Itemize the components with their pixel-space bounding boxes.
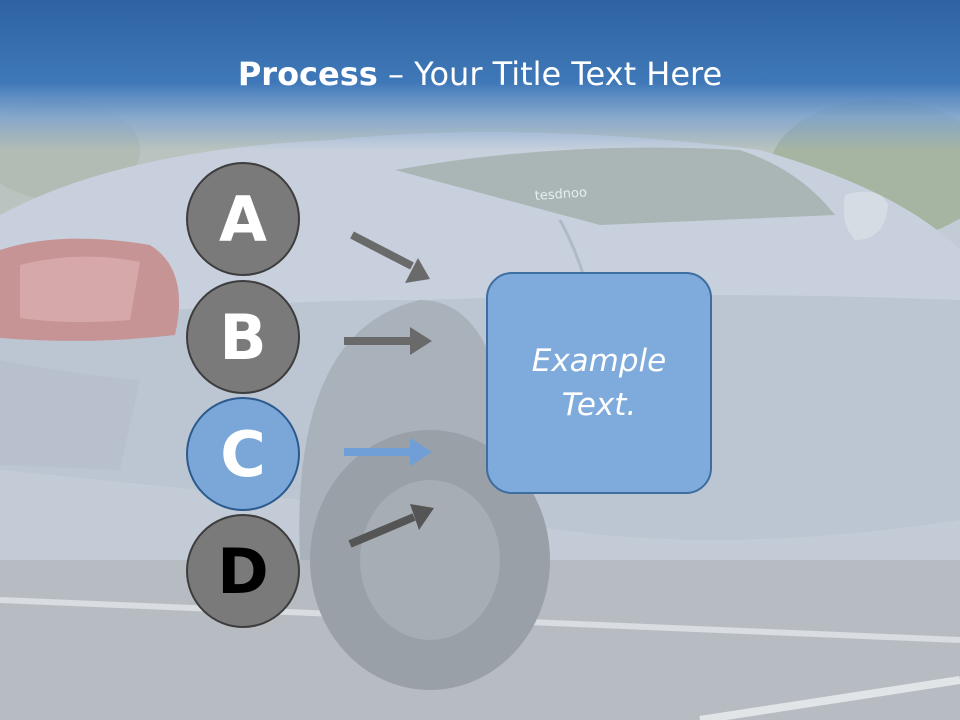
example-text: Example Text. [532,339,667,427]
title-bold: Process [237,55,378,93]
example-text-line1: Example [531,343,667,379]
step-b-circle: B [186,280,300,394]
svg-text:tesdnoo: tesdnoo [534,185,587,204]
arrow-a [350,231,430,283]
example-text-box: Example Text. [486,272,712,494]
title-rest: – Your Title Text Here [377,55,723,93]
step-d-circle: D [186,514,300,628]
example-text-line2: Text. [561,387,637,423]
slide-title: Process – Your Title Text Here [0,52,960,96]
title-bar [0,0,960,150]
step-a-circle: A [186,162,300,276]
arrow-d [348,504,434,548]
step-c-circle: C [186,397,300,511]
arrow-b [344,327,432,355]
arrow-c [344,438,432,466]
